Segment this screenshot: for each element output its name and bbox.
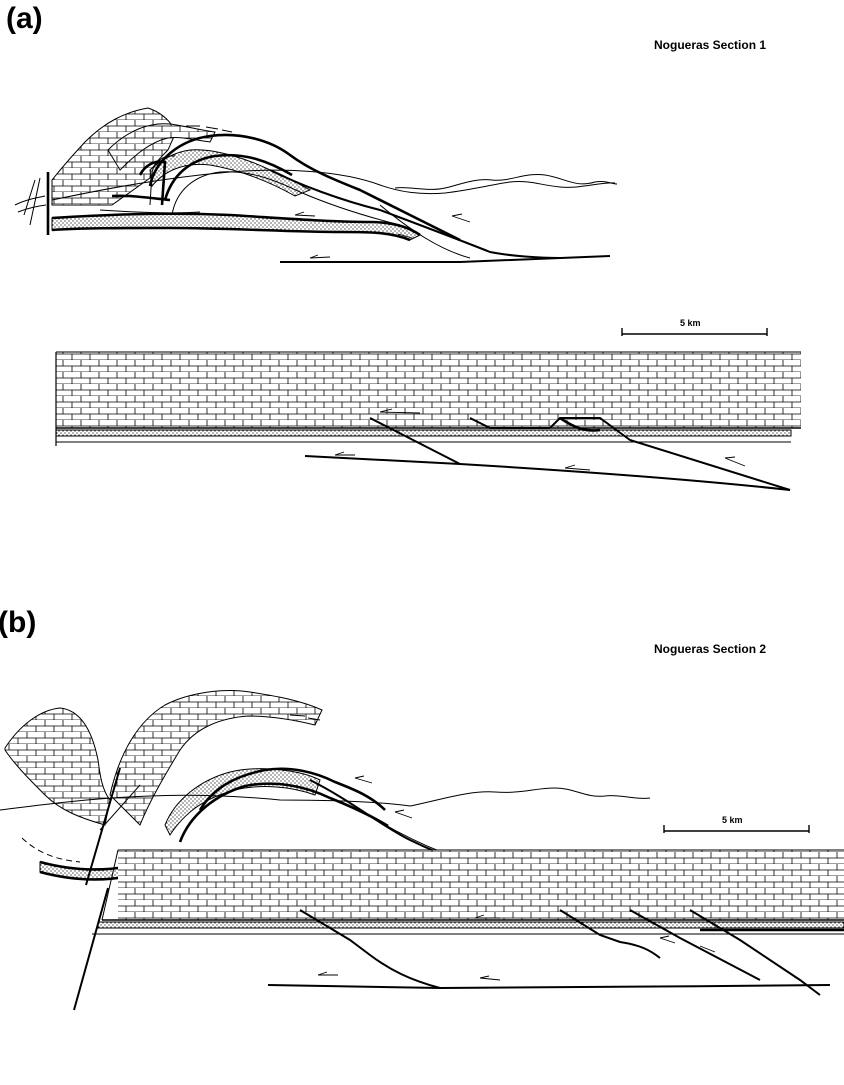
panel-b: (b) Nogueras Section 2 xyxy=(0,600,844,1085)
panel-b-restored-section xyxy=(0,600,844,1085)
panel-a-restored-section xyxy=(0,0,844,520)
panel-a: (a) Nogueras Section 1 xyxy=(0,0,844,520)
